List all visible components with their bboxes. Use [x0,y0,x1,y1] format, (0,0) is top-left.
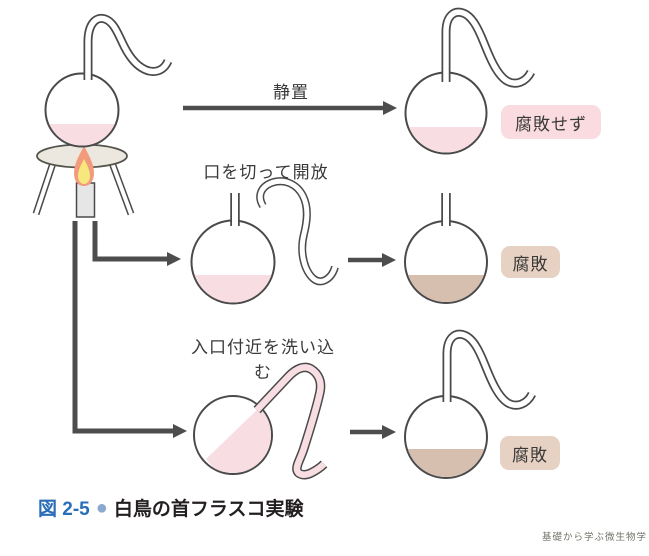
flask2-swan-neck-bore [443,9,534,86]
flame-inner-icon [78,159,90,184]
flask5-tilted-broth [206,403,271,473]
flask6-swan-neck-bore [444,331,535,408]
settle-row [183,7,536,155]
branch-arrows [72,221,187,438]
heated-flask-apparatus [32,13,173,218]
tripod-leg-left-fill [34,159,56,215]
mid-result-arrow-head [382,253,396,267]
label-settle: 静置 [273,83,309,102]
caption-bullet-icon: ● [95,496,108,519]
tripod-leg-right-fill [109,159,133,215]
figure-caption: 図 2-5 ● 白鳥の首フラスコ実験 [38,494,303,521]
settle-arrow-head [383,101,397,115]
wash-inlet-row [193,329,537,480]
bottom-result-arrow-head [382,425,396,439]
book-title-watermark: 基礎から学ぶ微生物学 [541,532,647,543]
detached-swan-neck-bore [257,178,338,284]
flask1-swan-neck-bore [85,15,171,80]
elbow-arrow-middle [92,221,167,262]
label-open-neck: 口を切って開放 [203,163,329,182]
caption-title: 白鳥の首フラスコ実験 [113,499,304,520]
candle [75,182,96,218]
label-wash-inlet: 入口付近を洗い込む [191,338,335,382]
flask5-swan-neck-bore-washed [254,364,327,478]
badge-putrefaction-bottom: 腐敗 [500,436,560,470]
flask1-broth [46,124,118,146]
open-neck-row [190,177,488,305]
elbow-arrow-bottom-head [173,424,187,438]
badge-no-putrefaction: 腐敗せず [501,105,601,139]
elbow-arrow-middle-head [167,252,181,266]
badge-putrefaction-mid: 腐敗 [501,246,560,278]
figure-number: 図 2-5 [38,499,90,520]
elbow-arrow-bottom [72,221,173,434]
